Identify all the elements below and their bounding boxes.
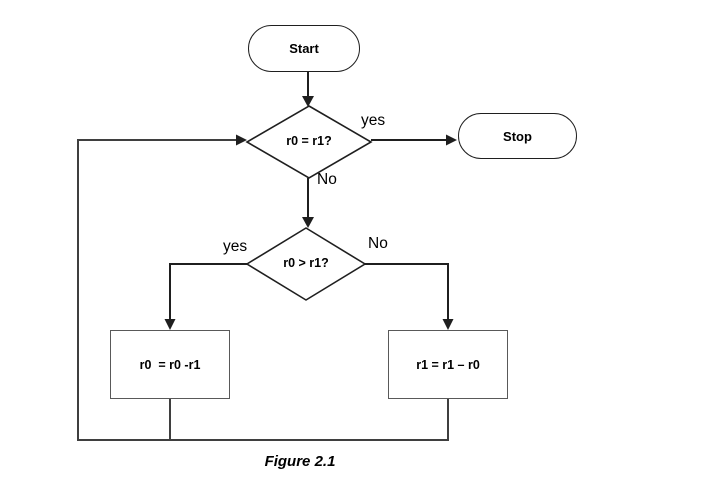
decision1-label: r0 = r1? (286, 134, 332, 148)
edge-line (365, 263, 449, 320)
process-right-node: r1 = r1 – r0 (388, 330, 508, 399)
process-left-node: r0 = r0 -r1 (110, 330, 230, 399)
process-right-label: r1 = r1 – r0 (416, 357, 480, 372)
edge-decision1-to-decision2 (302, 178, 314, 228)
edge-decision1-to-stop (371, 134, 457, 146)
edge-start-to-decision1 (302, 72, 314, 107)
edge-line (77, 139, 448, 441)
arrowhead-down-icon (302, 217, 314, 228)
edge-line (169, 263, 247, 320)
decision1-yes-label: yes (361, 112, 386, 129)
decision2-no-label: No (368, 235, 388, 252)
process-left-label: r0 = r0 -r1 (139, 357, 201, 372)
start-node-label: Start (289, 41, 319, 56)
decision2-diamond (245, 227, 367, 301)
arrowhead-down-icon (442, 319, 454, 330)
decision1-no-label: No (317, 171, 337, 188)
figure-caption: Figure 2.1 (264, 453, 336, 470)
arrowhead-right-icon (236, 134, 247, 146)
decision2-label: r0 > r1? (283, 256, 329, 270)
arrowhead-down-icon (164, 319, 176, 330)
start-node: Start (248, 25, 360, 72)
edge-decision2-to-process-right (365, 263, 454, 330)
stop-node-label: Stop (503, 128, 532, 144)
edge-loop-back-to-decision1 (77, 134, 448, 441)
arrowhead-down-icon (302, 96, 314, 107)
decision1-diamond (245, 105, 373, 179)
arrowhead-right-icon (446, 134, 457, 146)
decision2-yes-label: yes (223, 238, 248, 255)
edge-decision2-to-process-left (164, 263, 247, 330)
stop-node: Stop (458, 113, 577, 159)
